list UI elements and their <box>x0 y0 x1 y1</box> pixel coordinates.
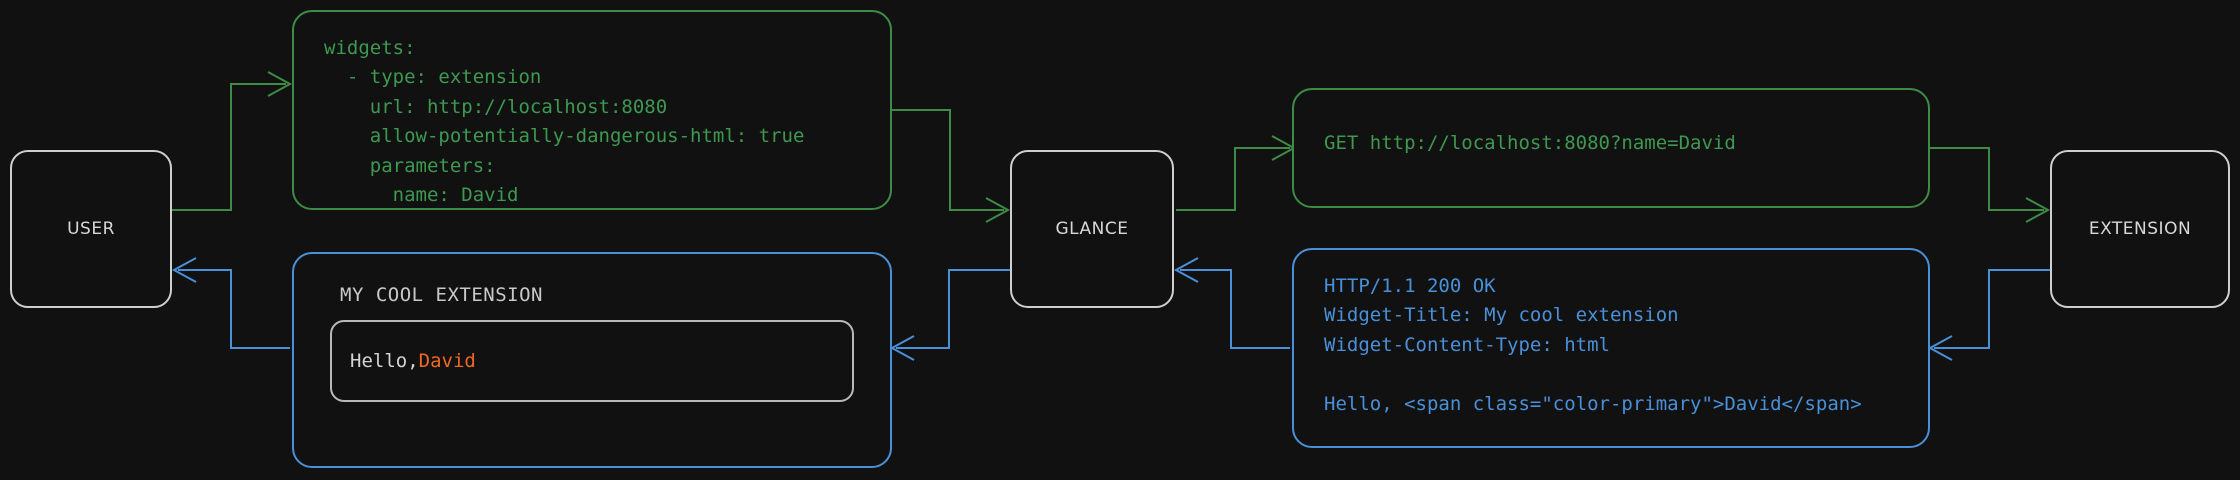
http-response-text: HTTP/1.1 200 OK Widget-Title: My cool ex… <box>1324 275 1862 415</box>
node-extension-label: EXTENSION <box>2088 219 2192 239</box>
wire-request-to-extension <box>1930 147 2051 223</box>
http-request-text: GET http://localhost:8080?name=David <box>1324 132 1736 154</box>
message-http-request: GET http://localhost:8080?name=David <box>1292 88 1930 208</box>
widget-name-accent: David <box>418 350 476 372</box>
message-http-response: HTTP/1.1 200 OK Widget-Title: My cool ex… <box>1292 248 1930 448</box>
message-config-yaml: widgets: - type: extension url: http://l… <box>292 10 892 210</box>
node-user[interactable]: USER <box>10 150 172 308</box>
node-user-label: USER <box>67 219 115 239</box>
wire-glance-to-widget <box>889 269 1010 361</box>
wire-extension-to-response <box>1927 269 2050 361</box>
widget-preview-body: Hello, David <box>330 320 854 402</box>
wire-config-to-glance <box>892 109 1011 223</box>
widget-greeting-text: Hello, <box>350 350 419 372</box>
node-glance[interactable]: GLANCE <box>1010 150 1174 308</box>
wire-response-to-glance <box>1173 257 1290 349</box>
wire-glance-to-request <box>1176 135 1297 211</box>
widget-preview-title: MY COOL EXTENSION <box>340 284 543 306</box>
node-glance-label: GLANCE <box>1055 219 1129 239</box>
config-yaml-text: widgets: - type: extension url: http://l… <box>324 37 805 207</box>
wire-widget-to-user <box>171 257 290 349</box>
widget-preview-panel: MY COOL EXTENSION Hello, David <box>292 252 892 468</box>
wire-user-to-config <box>172 71 293 211</box>
node-extension[interactable]: EXTENSION <box>2050 150 2230 308</box>
